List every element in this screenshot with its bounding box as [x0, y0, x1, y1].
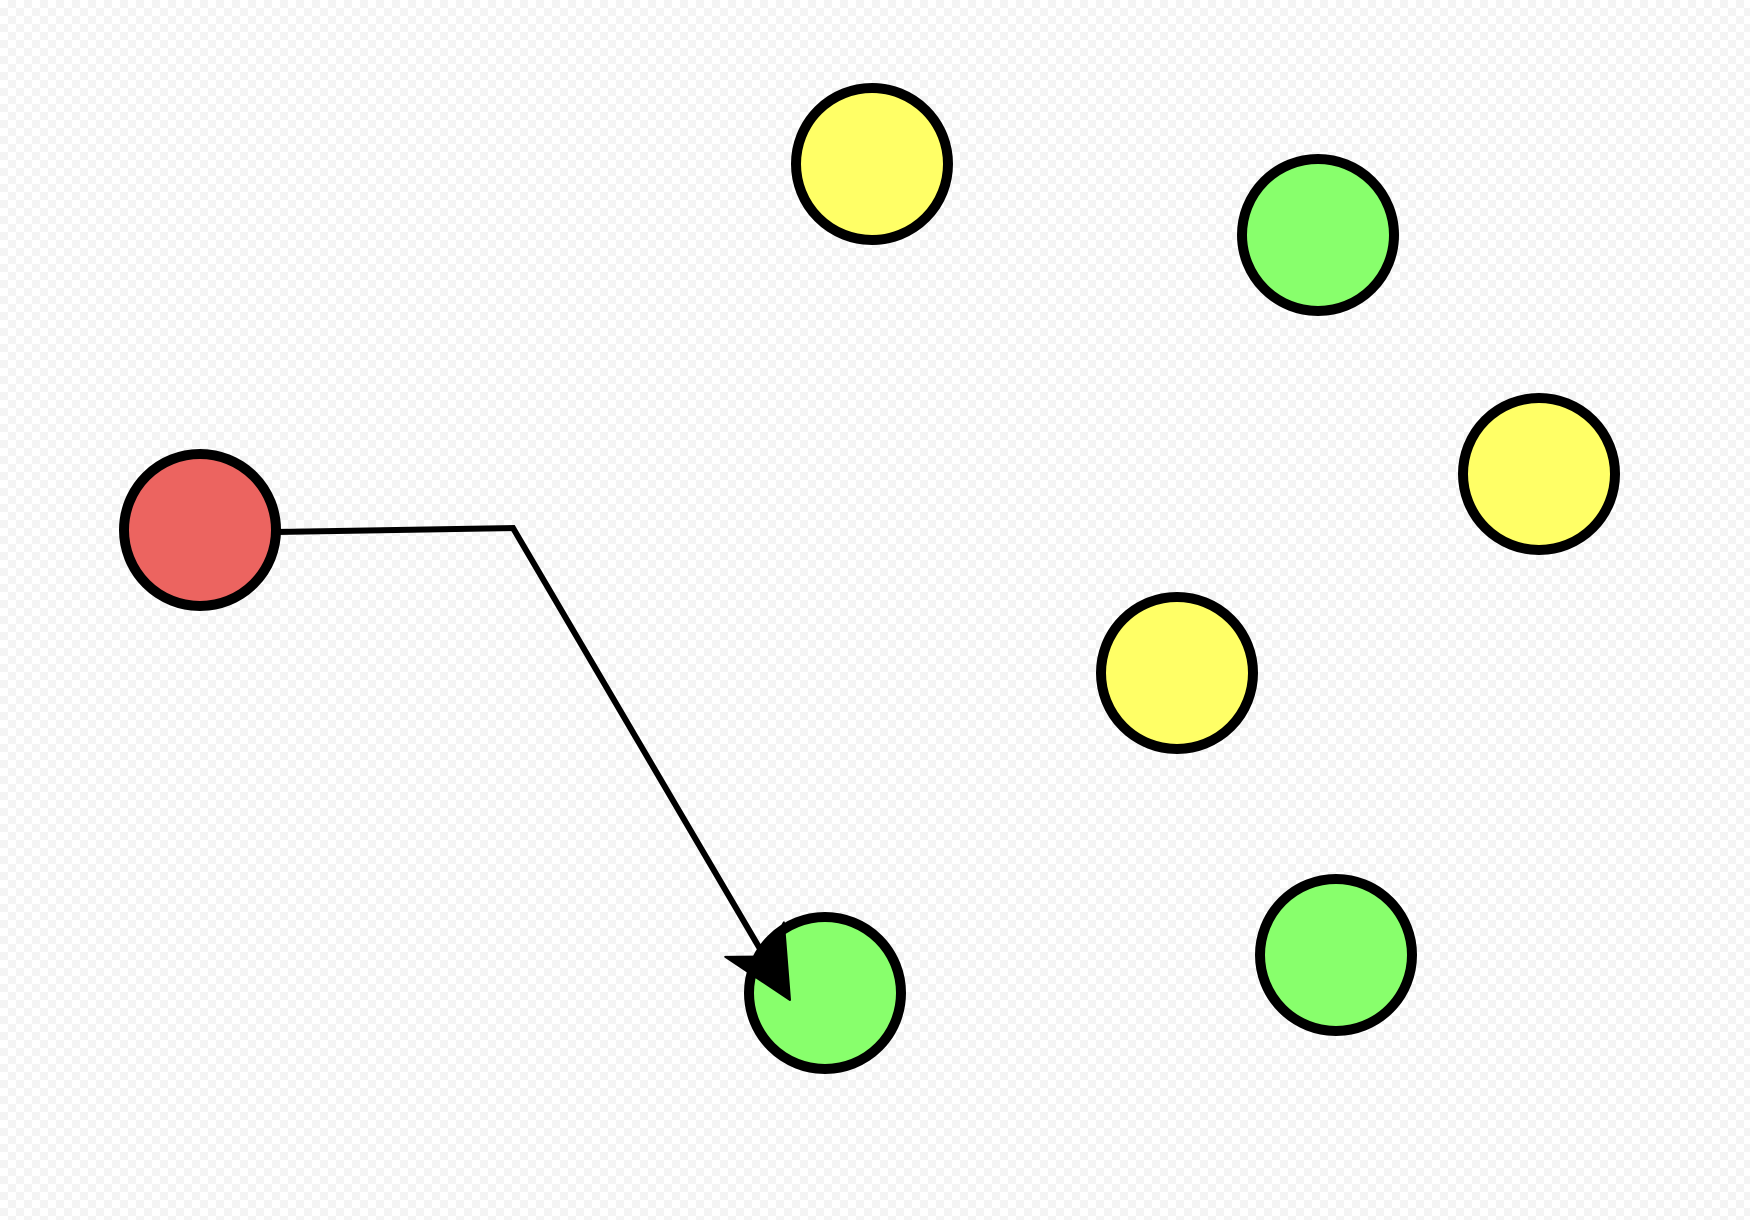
node-red[interactable] [119, 449, 281, 611]
node-green-bottom-right[interactable] [1255, 874, 1417, 1036]
node-yellow-right[interactable] [1458, 393, 1620, 555]
node-yellow-top[interactable] [791, 83, 953, 245]
node-green-top-right[interactable] [1237, 154, 1399, 316]
node-yellow-center[interactable] [1096, 592, 1258, 754]
arrowheads-layer [724, 921, 791, 1001]
edges-layer [275, 524, 793, 1002]
edge-red-to-green-bottom[interactable] [275, 524, 793, 1002]
nodes-layer [119, 83, 1620, 1074]
node-green-bottom[interactable] [744, 912, 906, 1074]
edge-red-to-green-bottom-arrowhead-icon [724, 921, 791, 1001]
